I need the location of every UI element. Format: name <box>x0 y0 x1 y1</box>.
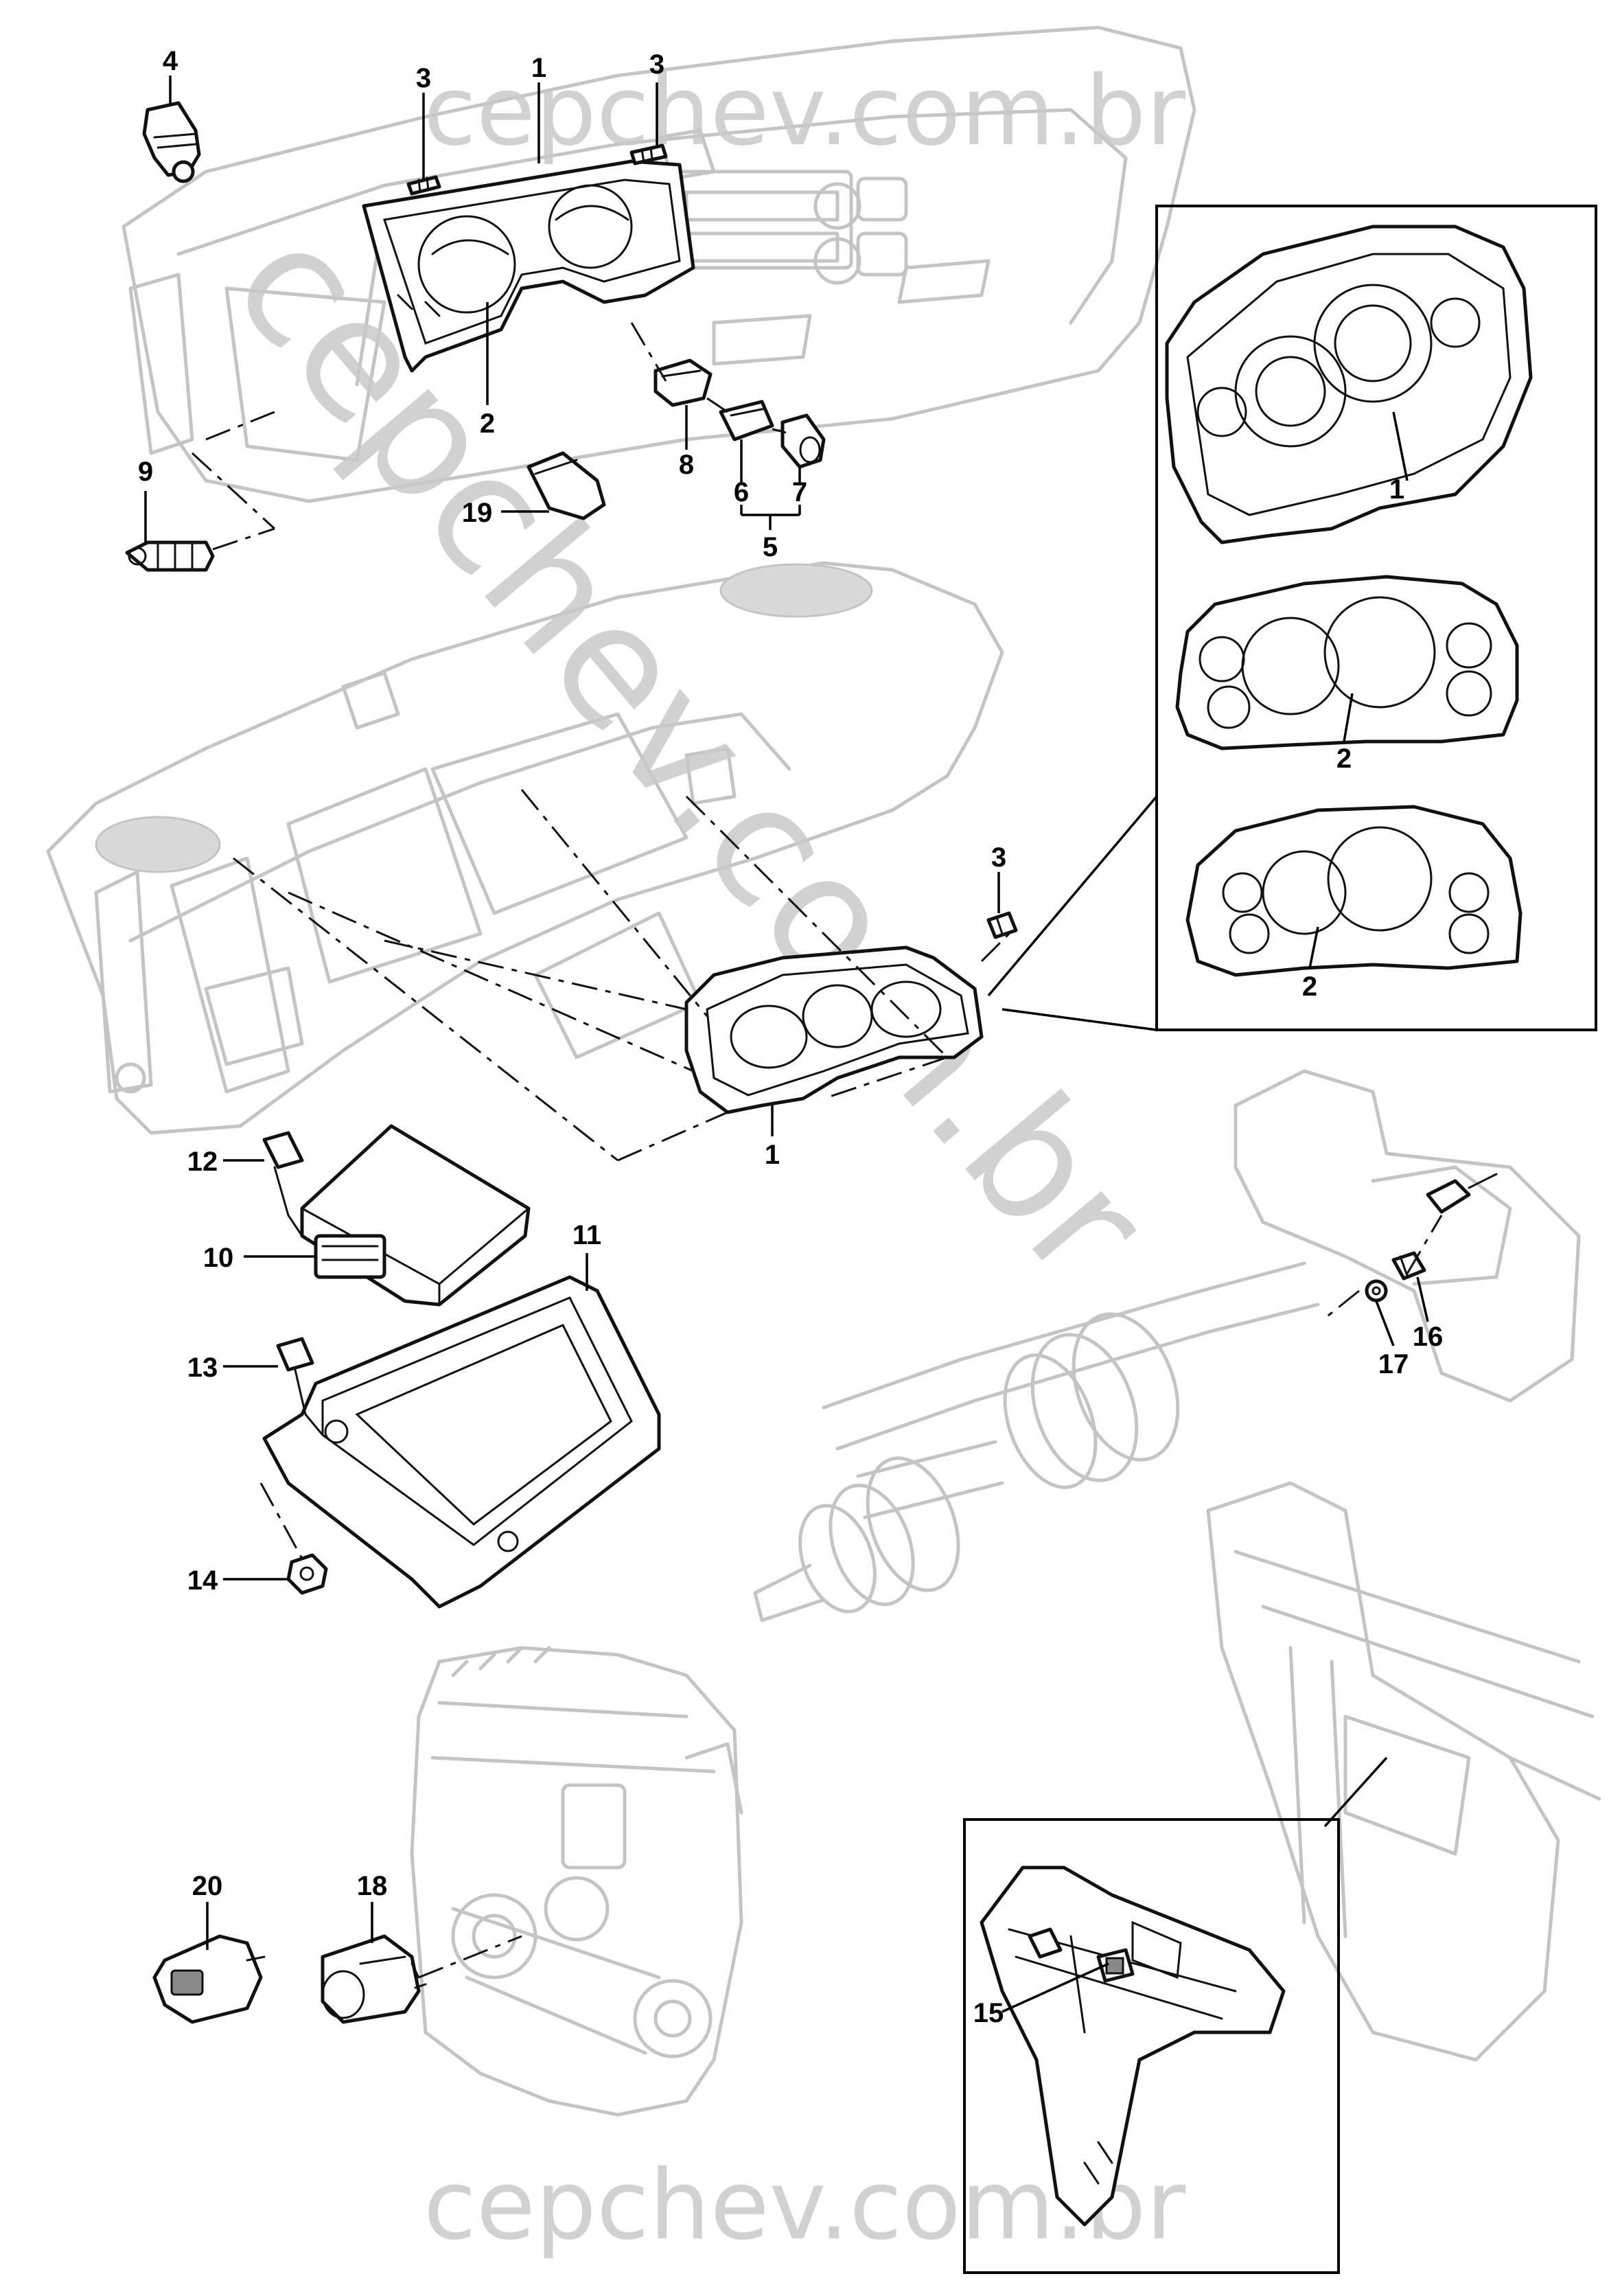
callout-16: 16 <box>1413 1322 1444 1352</box>
bulb-19 <box>526 451 606 520</box>
leader-lines <box>144 76 1429 2013</box>
callout-9: 9 <box>138 457 153 487</box>
phantom-lines <box>191 322 1443 1979</box>
callout-5: 5 <box>763 532 778 562</box>
lower-dashboard-ghost <box>46 561 1004 1135</box>
cluster-inset <box>1155 205 1597 1031</box>
callout-7: 7 <box>792 477 807 507</box>
callout-1-mid: 1 <box>765 1140 780 1170</box>
sender-18 <box>321 1934 427 2024</box>
callout-18: 18 <box>357 1871 388 1901</box>
washer-17 <box>1365 1279 1388 1302</box>
socket-6 <box>719 400 774 441</box>
connector-driveshaft <box>1426 1173 1498 1214</box>
callout-2-top: 2 <box>480 409 495 439</box>
bracket-inset <box>963 1818 1340 2274</box>
callout-13: 13 <box>187 1353 218 1383</box>
callout-6: 6 <box>734 477 749 507</box>
callout-11: 11 <box>572 1220 601 1250</box>
sender-9 <box>125 540 215 572</box>
watermark-top: cepchev.com.br <box>424 56 1186 168</box>
screw-top-left <box>406 175 441 196</box>
sender-4 <box>142 101 201 183</box>
bracket-11 <box>262 1275 661 1609</box>
callout-17: 17 <box>1378 1349 1409 1379</box>
nut-14 <box>286 1553 328 1595</box>
driveshaft-ghost <box>753 1069 1581 1622</box>
frame-rail-ghost <box>1206 1481 1601 2062</box>
engine-ghost <box>410 1646 743 2117</box>
watermark-diagonal: cepchev.com.br <box>196 190 1183 1315</box>
switch-16 <box>1391 1251 1426 1281</box>
callout-3-top-right: 3 <box>649 49 664 80</box>
callout-inset-2a: 2 <box>1336 744 1352 774</box>
instrument-cluster-top <box>362 159 695 373</box>
callout-4: 4 <box>163 46 178 76</box>
callout-inset-2b: 2 <box>1302 972 1317 1002</box>
callout-15: 15 <box>973 1998 1004 2028</box>
callout-1-top: 1 <box>531 53 546 83</box>
module-10 <box>300 1124 531 1307</box>
sensor-20 <box>152 1934 266 2024</box>
callout-10: 10 <box>203 1243 234 1273</box>
callout-inset-1: 1 <box>1389 474 1404 505</box>
screw-mid <box>986 911 1018 939</box>
callout-8: 8 <box>679 450 694 480</box>
instrument-cluster-mid <box>684 945 984 1114</box>
bolt-13 <box>276 1337 314 1416</box>
bolt-12 <box>262 1131 304 1217</box>
bulb-7 <box>780 413 826 469</box>
callout-12: 12 <box>187 1147 218 1177</box>
screw-top-right <box>629 144 668 165</box>
callout-numbers: 1 2 3 3 4 5 6 7 8 9 19 1 2 2 3 1 10 11 1… <box>138 46 1443 2028</box>
callout-14: 14 <box>187 1565 218 1596</box>
callout-3-top-left: 3 <box>416 63 431 93</box>
bracket-inset-link <box>1323 1756 1388 1828</box>
callout-20: 20 <box>192 1871 223 1901</box>
callout-3-mid: 3 <box>991 842 1006 873</box>
socket-8 <box>653 358 713 407</box>
inset-link-line <box>987 795 1158 1031</box>
callout-19: 19 <box>462 498 493 528</box>
